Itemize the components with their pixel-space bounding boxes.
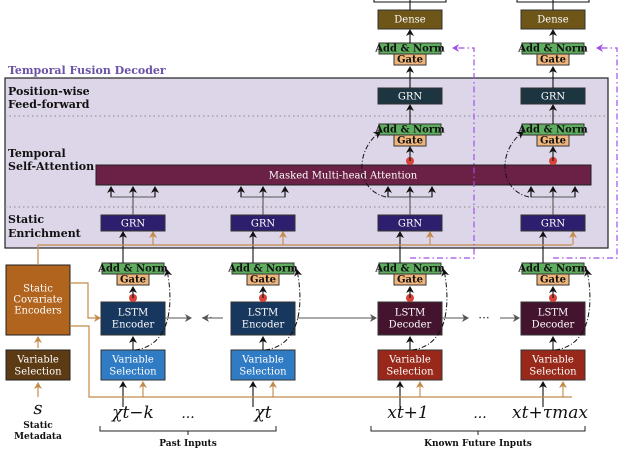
section-ffn-line1: Position-wise [8, 85, 90, 98]
past-input-first: χt−k [111, 403, 154, 423]
past-input-last: χt [253, 403, 271, 423]
lstm-gate-label: Gate [250, 275, 276, 286]
decoder-panel [4, 77, 609, 249]
output-add-norm-label: Add & Norm [374, 44, 445, 55]
residual-connection [264, 269, 303, 351]
dense-label: Dense [394, 15, 426, 26]
attention-gate [393, 134, 427, 147]
lstm-gate-label: Gate [120, 275, 146, 286]
attention-gate [536, 134, 570, 147]
attention-add-norm-label: Add & Norm [374, 125, 445, 136]
lstm-label-line2: Encoder [112, 320, 155, 331]
variable-selection-block [377, 349, 443, 381]
lstm-add-norm-label: Add & Norm [97, 264, 168, 275]
variable-selection-line1: Variable [241, 355, 284, 366]
lstm-label-line2: Decoder [532, 320, 575, 331]
lstm-decoder-block [520, 301, 586, 336]
residual-connection [361, 131, 387, 198]
static-metadata-line1: Static [23, 421, 53, 431]
section-attn-line2: Self-Attention [8, 160, 94, 173]
lstm-label-line1: LSTM [395, 308, 425, 319]
variable-selection-line1: Variable [111, 355, 154, 366]
variable-selection-line1: Variable [531, 355, 574, 366]
lstm-add-norm-label: Add & Norm [227, 264, 298, 275]
lstm-label-line1: LSTM [248, 308, 278, 319]
past-inputs-label: Past Inputs [159, 439, 217, 449]
static-vs-line2: Selection [14, 367, 62, 378]
past-inputs-brace [99, 426, 277, 435]
output-add-norm-label: Add & Norm [517, 44, 588, 55]
lstm-add-norm-label: Add & Norm [374, 264, 445, 275]
lstm-gate [393, 273, 427, 286]
residual-connection [134, 269, 173, 351]
lstm-decoder-block [377, 301, 443, 336]
output-gate-label: Gate [540, 55, 566, 66]
lstm-encoder-block [230, 301, 296, 336]
recurrence-ellipsis: ··· [478, 311, 489, 325]
static-covariate-encoders [5, 264, 71, 336]
attention-gate-label: Gate [397, 136, 423, 147]
lstm-gate-label: Gate [540, 275, 566, 286]
residual-connection [504, 131, 530, 198]
lstm-label-line2: Decoder [389, 320, 432, 331]
static-context-line [70, 325, 572, 398]
variable-selection-line2: Selection [109, 367, 157, 378]
future-inputs-brace [370, 426, 586, 435]
lstm-gate-label: Gate [397, 275, 423, 286]
static-context-line [70, 282, 101, 322]
output-gate [393, 53, 427, 66]
static-enc-line1: Static [23, 284, 53, 295]
grn-label: GRN [121, 219, 146, 230]
section-ffn-line2: Feed-forward [8, 98, 90, 111]
residual-connection [411, 269, 450, 351]
lstm-gate [116, 273, 150, 286]
lstm-add-norm-label: Add & Norm [517, 264, 588, 275]
static-variable-selection [5, 349, 71, 381]
section-enrich-line2: Enrichment [8, 227, 82, 240]
decoder-title: Temporal Fusion Decoder [8, 64, 166, 77]
variable-selection-block [230, 349, 296, 381]
static-enc-line2: Covariate [13, 295, 62, 306]
skip-connection [410, 44, 475, 259]
future-inputs-label: Known Future Inputs [424, 439, 532, 449]
section-enrich-line1: Static [8, 213, 44, 226]
variable-selection-block [520, 349, 586, 381]
static-vs-line1: Variable [16, 355, 59, 366]
lstm-gate [536, 273, 570, 286]
attention-add-norm-label: Add & Norm [517, 125, 588, 136]
attention-block [95, 164, 592, 186]
residual-connection [554, 269, 593, 351]
attention-label: Masked Multi-head Attention [269, 171, 418, 182]
future-input-first: xt+1 [387, 403, 428, 423]
lstm-gate [246, 273, 280, 286]
variable-selection-line1: Variable [388, 355, 431, 366]
grn-label: GRN [398, 92, 423, 103]
lstm-label-line1: LSTM [538, 308, 568, 319]
static-context-line [37, 244, 572, 265]
attention-gate-label: Gate [540, 136, 566, 147]
lstm-label-line1: LSTM [118, 308, 148, 319]
variable-selection-block [100, 349, 166, 381]
output-gate-label: Gate [397, 55, 423, 66]
past-ellipsis: ... [181, 406, 194, 422]
static-input-symbol: s [33, 398, 42, 419]
dense-label: Dense [537, 15, 569, 26]
variable-selection-line2: Selection [386, 367, 434, 378]
grn-label: GRN [398, 219, 423, 230]
grn-label: GRN [541, 92, 566, 103]
section-attn-line1: Temporal [8, 147, 66, 160]
output-gate [536, 53, 570, 66]
grn-label: GRN [251, 219, 276, 230]
lstm-encoder-block [100, 301, 166, 336]
lstm-label-line2: Encoder [242, 320, 285, 331]
variable-selection-line2: Selection [529, 367, 577, 378]
grn-label: GRN [541, 219, 566, 230]
variable-selection-line2: Selection [239, 367, 287, 378]
future-ellipsis: ... [473, 406, 486, 422]
static-metadata-line2: Metadata [14, 432, 62, 442]
future-input-last: xt+τmax [512, 403, 588, 423]
skip-connection [553, 44, 618, 259]
static-enc-line3: Encoders [14, 306, 62, 317]
